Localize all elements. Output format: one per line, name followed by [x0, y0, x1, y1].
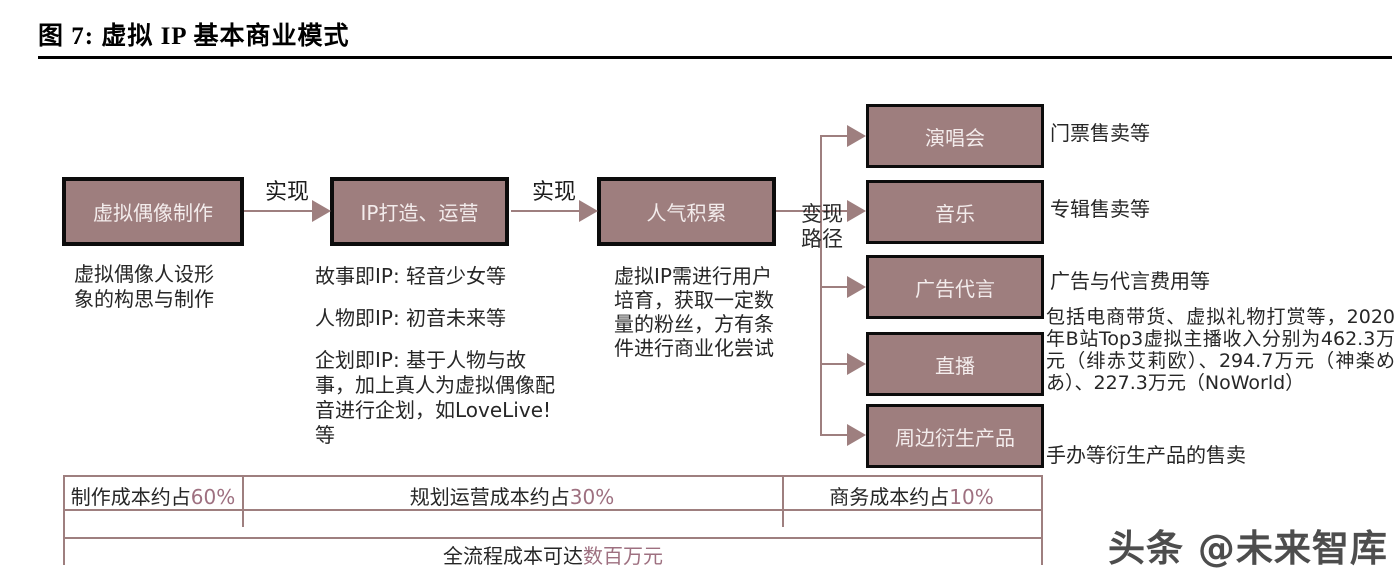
- channel-box-label: 音乐: [935, 201, 975, 226]
- monetization-path-line1: 变现: [801, 202, 843, 226]
- channel-desc-endorsement: 广告与代言费用等: [1050, 269, 1210, 293]
- figure-title: 图 7: 虚拟 IP 基本商业模式: [38, 23, 350, 50]
- ip-desc-character: 人物即IP: 初音未来等: [315, 306, 507, 330]
- branch-arrowhead-icon: [847, 276, 866, 298]
- channel-box-label: 直播: [935, 353, 975, 378]
- channel-box-label: 演唱会: [925, 125, 985, 150]
- cost-ruler-bottom-line: [63, 509, 1043, 511]
- cost-segment-label: 商务成本约占: [829, 485, 950, 509]
- flow-arrow-line: [244, 210, 314, 212]
- channel-box-merchandise: 周边衍生产品: [866, 404, 1044, 468]
- watermark-toutiao: 头条 @未来智库: [1108, 527, 1388, 570]
- stage-box-popularity: 人气积累: [597, 177, 776, 246]
- flow-arrow-line: [511, 210, 581, 212]
- stage-desc-production: 虚拟偶像人设形象的构思与制作: [74, 262, 214, 311]
- stage-box-ip-operation: IP打造、运营: [330, 177, 509, 246]
- channel-desc-music: 专辑售卖等: [1050, 197, 1150, 221]
- cost-segment-label: 规划运营成本约占: [409, 485, 570, 509]
- flow-arrowhead-icon: [579, 200, 598, 222]
- flow-arrow-label: 实现: [264, 180, 309, 205]
- total-cost-label: 全流程成本可达数百万元: [63, 540, 1043, 569]
- ip-desc-story: 故事即IP: 轻音少女等: [315, 264, 507, 288]
- branch-line-music: [776, 210, 848, 212]
- cost-segment-value: 60%: [190, 485, 236, 509]
- branch-line-concert: [820, 135, 848, 137]
- cost-segment-label: 制作成本约占: [70, 485, 191, 509]
- ip-desc-project: 企划即IP: 基于人物与故事，加上真人为虚拟偶像配音进行企划，如LoveLive…: [315, 348, 555, 447]
- monetization-path-line2: 路径: [801, 227, 843, 251]
- cost-segment-value: 10%: [949, 485, 994, 509]
- channel-box-endorsement: 广告代言: [866, 255, 1044, 319]
- total-cost-line: [63, 537, 1043, 539]
- total-cost-value: 数百万元: [583, 544, 663, 568]
- cost-segment-operation: 规划运营成本约占30%: [242, 481, 782, 510]
- branch-line-merchandise: [820, 434, 848, 436]
- channel-desc-livestream: 包括电商带货、虚拟礼物打赏等，2020年B站Top3虚拟主播收入分别为462.3…: [1046, 306, 1395, 394]
- channel-box-label: 广告代言: [915, 276, 995, 301]
- branch-line-livestream: [820, 363, 848, 365]
- flow-arrowhead-icon: [312, 200, 331, 222]
- branch-arrowhead-icon: [847, 125, 866, 147]
- channel-desc-concert: 门票售卖等: [1050, 121, 1150, 145]
- cost-ruler-left-tick: [63, 475, 65, 565]
- stage-box-label: IP打造、运营: [360, 201, 479, 225]
- stage-box-production: 虚拟偶像制作: [62, 177, 244, 246]
- cost-ruler-divider-tick: [782, 475, 784, 527]
- title-underline: [38, 56, 1392, 59]
- stage-box-label: 人气积累: [646, 201, 727, 225]
- flow-arrow-label: 实现: [531, 180, 576, 205]
- stage-box-label: 虚拟偶像制作: [93, 201, 213, 225]
- cost-segment-business: 商务成本约占10%: [782, 481, 1041, 510]
- cost-ruler-top-line: [63, 475, 1043, 477]
- channel-box-music: 音乐: [866, 180, 1044, 244]
- cost-ruler-divider-tick: [242, 475, 244, 527]
- channel-box-label: 周边衍生产品: [895, 425, 1015, 450]
- branch-arrowhead-icon: [847, 200, 866, 222]
- cost-segment-value: 30%: [569, 485, 615, 509]
- cost-segment-production: 制作成本约占60%: [63, 481, 243, 510]
- cost-ruler-right-tick: [1041, 475, 1043, 565]
- total-cost-text: 全流程成本可达: [443, 544, 583, 568]
- branch-arrowhead-icon: [847, 353, 866, 375]
- channel-desc-merchandise: 手办等衍生产品的售卖: [1046, 443, 1246, 467]
- branch-line-endorsement: [820, 286, 848, 288]
- monetization-path-label: 变现 路径: [792, 202, 852, 252]
- channel-box-livestream: 直播: [866, 332, 1044, 396]
- branch-arrowhead-icon: [847, 424, 866, 446]
- channel-box-concert: 演唱会: [866, 104, 1044, 168]
- branch-trunk-line: [820, 135, 822, 436]
- stage-desc-ip-operation: 故事即IP: 轻音少女等 人物即IP: 初音未来等 企划即IP: 基于人物与故事…: [315, 264, 562, 465]
- stage-desc-popularity: 虚拟IP需进行用户培育，获取一定数量的粉丝，方有条件进行商业化尝试: [614, 264, 774, 360]
